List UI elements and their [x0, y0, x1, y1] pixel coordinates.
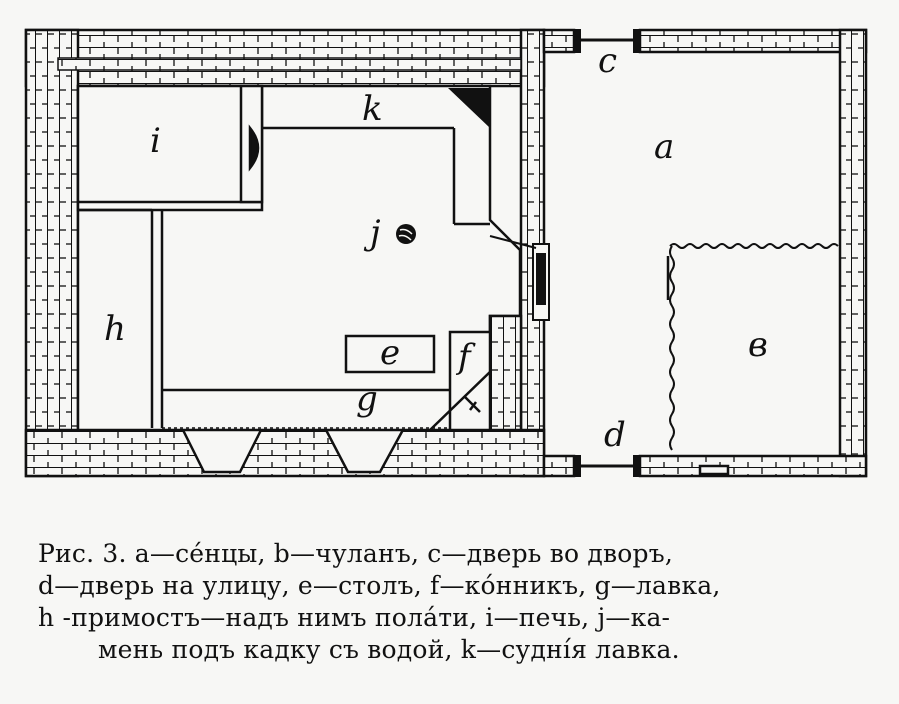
label-e: e	[380, 333, 400, 373]
left-wall	[24, 28, 80, 478]
annex-bottom-wall	[638, 454, 868, 478]
konnik-f	[429, 314, 523, 432]
caption-line-3: h -примостъ—надъ нимъ пола́ти, i—печь, j…	[38, 603, 671, 632]
label-b: в	[748, 325, 768, 365]
annex-walls	[542, 28, 868, 478]
platform-h	[78, 208, 164, 428]
annex-right-wall	[838, 28, 868, 478]
icon-corner-shelf	[448, 88, 490, 128]
hut-walls	[24, 28, 546, 478]
label-k: k	[362, 89, 383, 129]
bench-g	[162, 388, 490, 429]
figure-caption: Рис. 3. a—се́нцы, b—чуланъ, c—дверь во д…	[38, 538, 868, 666]
annex-top-wall	[638, 28, 868, 54]
label-a: a	[654, 127, 674, 167]
stone-j	[396, 224, 416, 244]
stove-i	[76, 84, 490, 226]
caption-line-2: d—дверь на улицу, e—столъ, f—ко́нникъ, g…	[38, 571, 721, 600]
bottom-wall	[24, 428, 546, 478]
inner-door	[489, 235, 550, 321]
label-d: d	[604, 415, 626, 455]
door-d	[573, 455, 641, 477]
caption-line-4: мень подъ кадку съ водой, k—судні́я лавк…	[98, 635, 680, 664]
table-e	[344, 334, 436, 374]
door-c	[573, 29, 641, 53]
floor-plan-diagram: a в c d e f g h i j k	[24, 28, 868, 478]
label-c: c	[598, 41, 617, 81]
label-h: h	[104, 309, 126, 349]
label-i: i	[150, 121, 161, 161]
label-g: g	[356, 379, 378, 419]
pantry-b	[666, 243, 839, 451]
caption-line-1: Рис. 3. a—се́нцы, b—чуланъ, c—дверь во д…	[38, 539, 673, 568]
